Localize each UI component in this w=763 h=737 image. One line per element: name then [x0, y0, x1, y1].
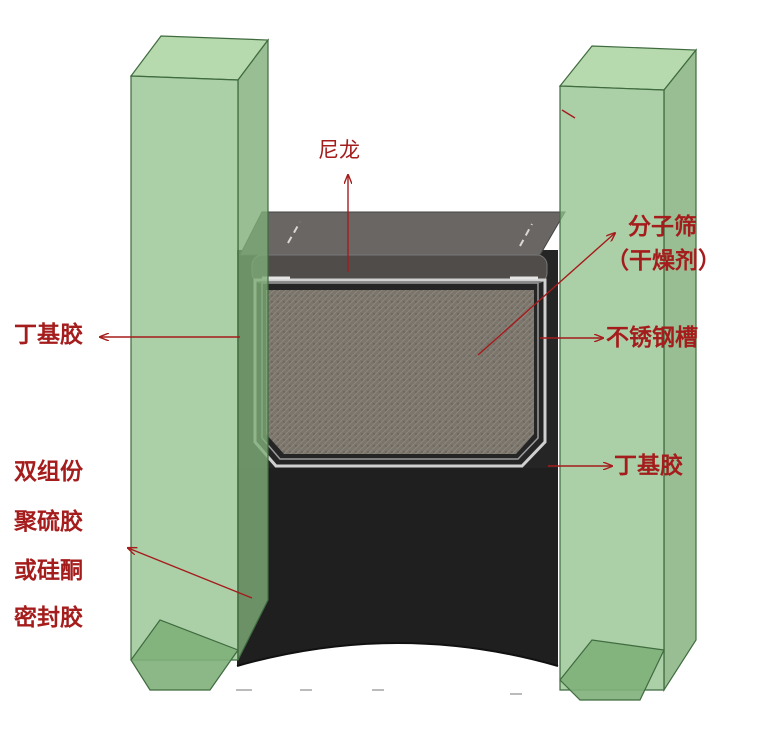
label-stainless-channel: 不锈钢槽 — [606, 325, 698, 351]
right-glass-pane — [558, 45, 698, 701]
leader-arrows — [100, 109, 615, 599]
molecular-sieve-fill — [266, 290, 534, 454]
label-sealant-line4: 密封胶 — [14, 605, 83, 631]
nylon-cap — [239, 211, 566, 284]
label-molecular-sieve: 分子筛 — [628, 214, 697, 240]
glass-tick — [561, 109, 576, 119]
sealant-arrow — [128, 548, 253, 599]
base-gaps — [236, 689, 522, 695]
label-butyl-right: 丁基胶 — [614, 453, 683, 479]
label-butyl-left: 丁基胶 — [14, 322, 83, 348]
label-sealant-line3: 或硅酮 — [14, 558, 83, 584]
sieve-arrow — [477, 233, 615, 356]
label-nylon: 尼龙 — [318, 138, 360, 162]
label-sealant-line2: 聚硫胶 — [14, 509, 83, 535]
label-sealant-line1: 双组份 — [14, 459, 83, 485]
label-desiccant: （干燥剂） — [606, 248, 721, 274]
secondary-sealant-block — [236, 468, 559, 667]
left-glass-pane — [129, 35, 270, 691]
